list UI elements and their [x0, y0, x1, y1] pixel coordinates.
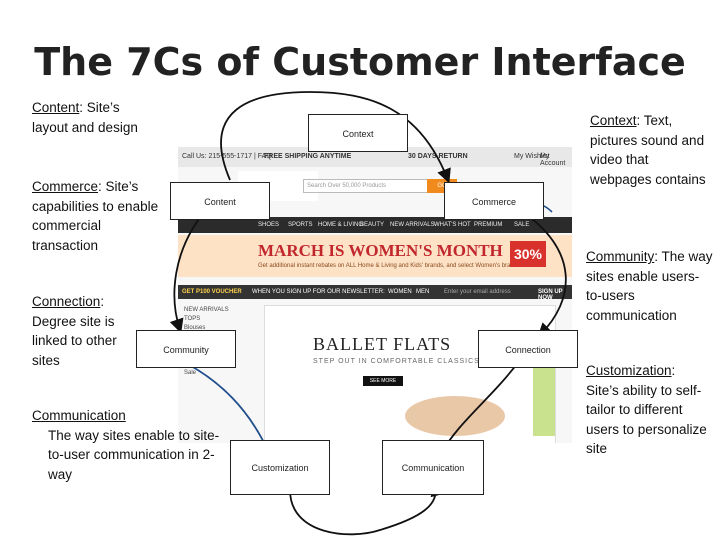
box-communication: Communication: [382, 440, 484, 495]
site-contact: Call Us: 215-555-1717 | FAQ: [182, 153, 272, 160]
box-customization: Customization: [230, 440, 330, 495]
product-image: [533, 366, 555, 436]
site-nav-item[interactable]: BEAUTY: [360, 222, 385, 228]
box-context: Context: [308, 114, 408, 152]
site-account-link[interactable]: My Account: [540, 153, 566, 167]
site-nav-item[interactable]: SALE: [514, 222, 530, 228]
label-commerce: Commerce: Site’s capabilities to enable …: [32, 177, 170, 255]
site-nav-item[interactable]: WHAT'S HOT: [434, 222, 471, 228]
label-content-text: : Site’s layout and design: [32, 100, 138, 135]
label-customization: Customization: Site’s ability to self-ta…: [586, 361, 710, 459]
label-connection: Connection: Degree site is linked to oth…: [32, 292, 132, 370]
label-context-text: : Text, pictures sound and video that we…: [590, 113, 706, 187]
label-community-text: : The way sites enable users-to-users co…: [586, 249, 713, 323]
hero-title: BALLET FLATS: [313, 334, 452, 354]
site-nav-item[interactable]: HOME & LIVING: [318, 222, 364, 228]
label-communication-text: The way sites enable to site-to-user com…: [48, 427, 220, 482]
site-navbar: SHOES SPORTS HOME & LIVING BEAUTY NEW AR…: [178, 217, 572, 233]
site-newsletter-bar: GET P100 VOUCHER WHEN YOU SIGN UP FOR OU…: [178, 285, 572, 301]
box-commerce: Commerce: [444, 182, 544, 220]
site-nav-item[interactable]: NEW ARRIVALS: [390, 222, 435, 228]
voucher-women-radio[interactable]: WOMEN: [388, 289, 412, 295]
label-commerce-heading: Commerce: [32, 179, 99, 194]
label-context-heading: Context: [590, 113, 637, 128]
box-connection: Connection: [478, 330, 578, 368]
label-content: Content: Site’s layout and design: [32, 98, 152, 137]
shoe-image: [405, 396, 505, 436]
banner-title: MARCH IS WOMEN'S MONTH: [258, 241, 503, 260]
arrow-left-arc: [169, 204, 211, 334]
voucher-men-radio[interactable]: MEN: [416, 289, 430, 295]
label-communication: Communication The way sites enable to si…: [32, 406, 232, 484]
voucher-email-input[interactable]: Enter your email address: [444, 289, 511, 295]
label-context: Context: Text, pictures sound and video …: [590, 111, 708, 189]
site-wishlist-link[interactable]: My Wishlist: [514, 153, 550, 160]
page-title: The 7Cs of Customer Interface: [34, 40, 686, 84]
label-connection-heading: Connection: [32, 294, 101, 309]
label-commerce-text: : Site’s capabilities to enable commerci…: [32, 179, 159, 253]
box-content: Content: [170, 182, 270, 220]
label-community-heading: Community: [586, 249, 655, 264]
hero-subtitle: STEP OUT IN COMFORTABLE CLASSICS: [313, 358, 480, 365]
box-community: Community: [136, 330, 236, 368]
label-community: Community: The way sites enable users-to…: [586, 247, 714, 325]
site-hero-panel[interactable]: BALLET FLATS STEP OUT IN COMFORTABLE CLA…: [264, 305, 556, 443]
banner-subtitle: Get additional instant rebates on ALL Ho…: [258, 263, 521, 269]
arrow-top-loop: [220, 91, 451, 184]
label-customization-text: : Site’s ability to self-tailor to diffe…: [586, 363, 707, 456]
label-communication-heading: Communication: [32, 408, 126, 423]
side-nav-item[interactable]: TOPS: [184, 316, 201, 322]
site-nav-item[interactable]: PREMIUM: [474, 222, 503, 228]
side-nav-item[interactable]: NEW ARRIVALS: [184, 307, 229, 313]
label-connection-text: : Degree site is linked to other sites: [32, 294, 117, 368]
banner-discount-badge: 30%: [510, 241, 546, 267]
side-nav-item[interactable]: Sale: [184, 370, 197, 376]
voucher-text: WHEN YOU SIGN UP FOR OUR NEWSLETTER:: [252, 289, 385, 295]
voucher-signup-button[interactable]: SIGN UP NOW: [538, 289, 563, 301]
hero-see-more-button[interactable]: SEE MORE: [363, 376, 403, 386]
label-content-heading: Content: [32, 100, 80, 115]
site-free-shipping: FREE SHIPPING ANYTIME: [264, 153, 352, 160]
site-nav-item[interactable]: SPORTS: [288, 222, 313, 228]
arrow-right-arc: [519, 209, 567, 338]
label-customization-heading: Customization: [586, 363, 672, 378]
side-nav-item[interactable]: Blouses: [184, 325, 206, 331]
voucher-offer: GET P100 VOUCHER: [182, 289, 242, 295]
site-promo-banner[interactable]: MARCH IS WOMEN'S MONTH Get additional in…: [178, 235, 572, 277]
site-nav-item[interactable]: SHOES: [258, 222, 280, 228]
arrow-bottom-loop: [289, 481, 445, 536]
